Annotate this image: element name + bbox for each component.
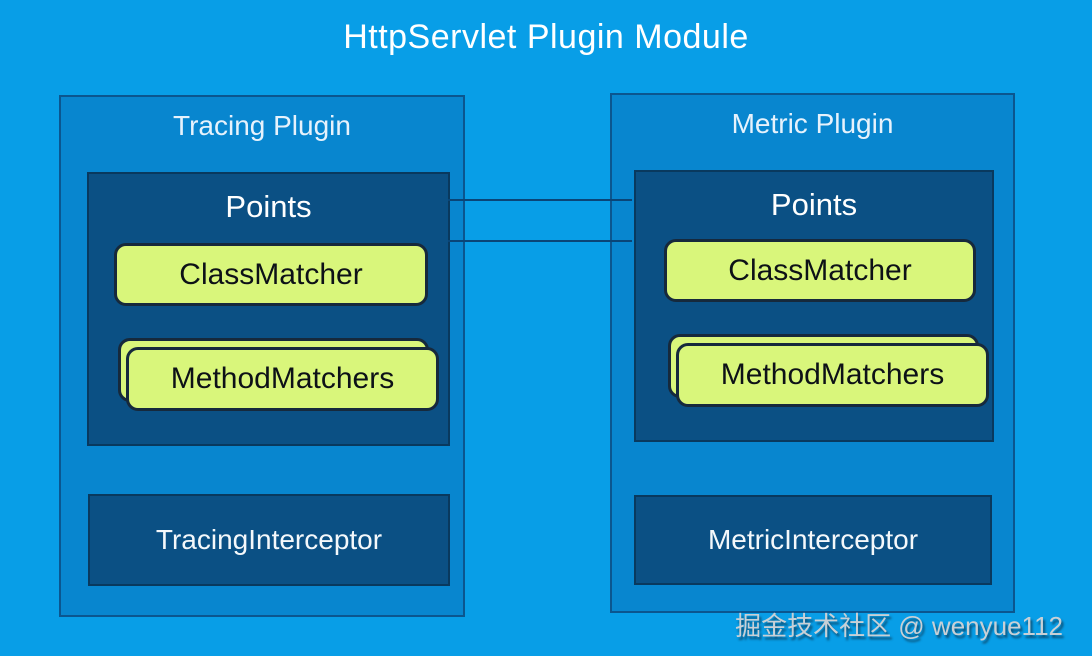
tracing-interceptor-node: TracingInterceptor: [88, 494, 450, 586]
tracing-method-matchers-node: MethodMatchers: [126, 347, 439, 411]
metric-class-matcher-node: ClassMatcher: [664, 239, 976, 302]
tracing-plugin-title: Tracing Plugin: [173, 110, 351, 141]
connector-line-bottom: [448, 240, 632, 242]
tracing-method-matchers-stack: MethodMatchers: [118, 338, 440, 412]
metric-points-label: Points: [770, 187, 858, 222]
metric-interceptor-node: MetricInterceptor: [634, 495, 992, 585]
panel-tracing-plugin: Tracing Plugin Points ClassMatcher Metho…: [59, 95, 465, 617]
tracing-points-box: Points ClassMatcher MethodMatchers: [87, 172, 450, 446]
connector-line-top: [448, 199, 632, 201]
metric-method-matchers-stack: MethodMatchers: [668, 334, 989, 408]
tracing-class-matcher-node: ClassMatcher: [114, 243, 428, 306]
panel-metric-plugin: Metric Plugin Points ClassMatcher Method…: [610, 93, 1015, 613]
metric-method-matchers-node: MethodMatchers: [676, 343, 989, 407]
metric-points-box: Points ClassMatcher MethodMatchers: [634, 170, 994, 442]
metric-plugin-title: Metric Plugin: [731, 108, 894, 139]
diagram-title: HttpServlet Plugin Module: [343, 18, 749, 56]
tracing-points-label: Points: [225, 189, 312, 224]
watermark: 掘金技术社区 @ wenyue112: [735, 611, 1063, 641]
